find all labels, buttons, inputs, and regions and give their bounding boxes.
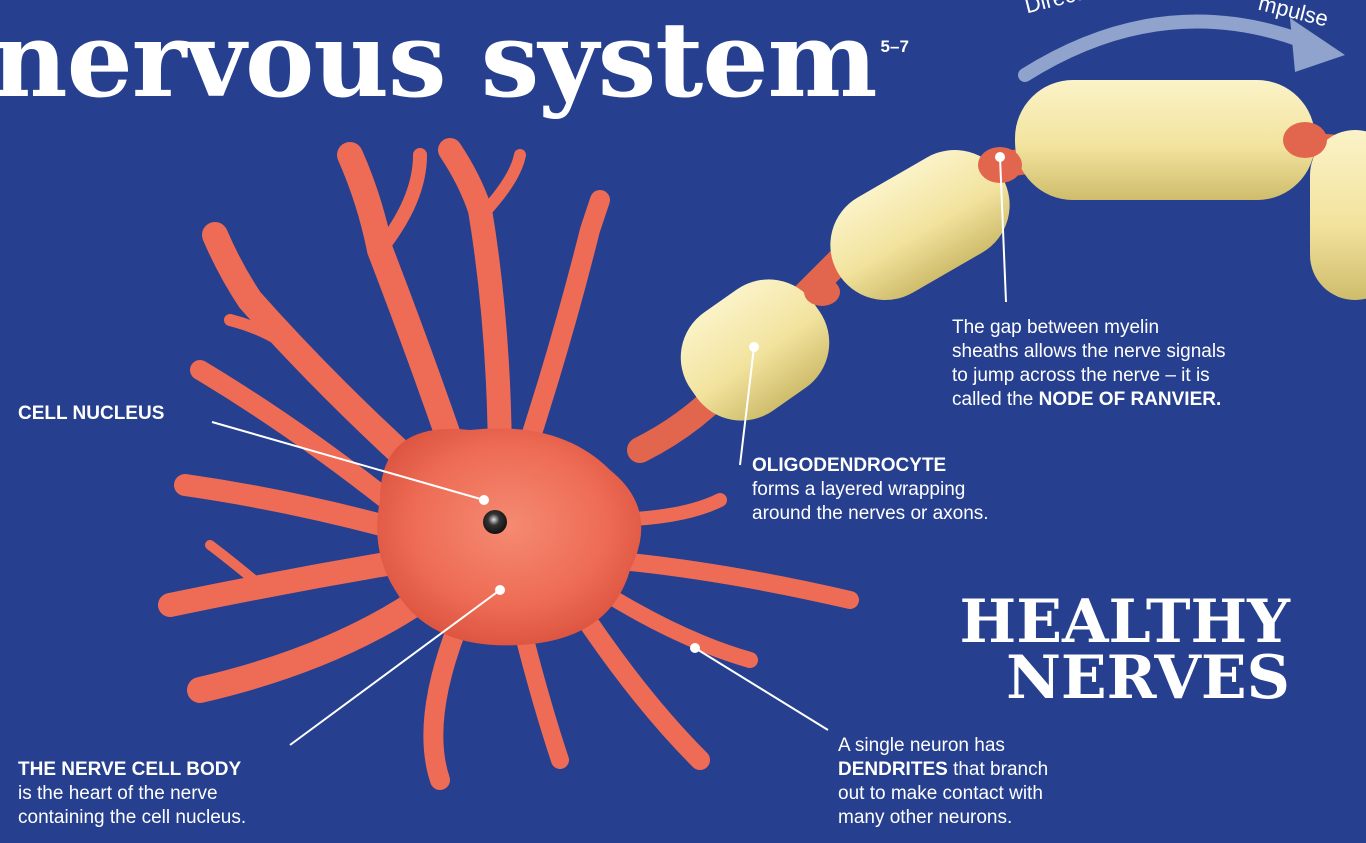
dendrites-label: A single neuron has DENDRITES that branc… xyxy=(838,734,1048,830)
node-of-ranvier xyxy=(804,278,840,306)
node-of-ranvier xyxy=(1283,122,1327,158)
cell-body xyxy=(377,428,641,645)
cell-body-term: THE NERVE CELL BODY xyxy=(18,758,246,782)
myelin-sheath xyxy=(1310,130,1366,300)
node-of-ranvier-term: NODE OF RANVIER. xyxy=(1039,389,1222,410)
cell-nucleus-label: CELL NUCLEUS xyxy=(18,402,164,426)
oligodendrocyte-term: OLIGODENDROCYTE xyxy=(752,454,989,478)
myelin-sheath xyxy=(1015,80,1315,200)
impulse-direction-arrow xyxy=(1025,21,1300,75)
node-of-ranvier-label: The gap between myelin sheaths allows th… xyxy=(952,316,1226,412)
cell-body-label: THE NERVE CELL BODY is the heart of the … xyxy=(18,758,246,830)
cell-nucleus xyxy=(483,510,507,534)
section-heading: HEALTHY NERVES xyxy=(960,594,1290,706)
page-reference: 5–7 xyxy=(881,37,909,56)
dendrites-term: DENDRITES xyxy=(838,759,948,780)
oligodendrocyte-label: OLIGODENDROCYTE forms a layered wrapping… xyxy=(752,454,989,526)
